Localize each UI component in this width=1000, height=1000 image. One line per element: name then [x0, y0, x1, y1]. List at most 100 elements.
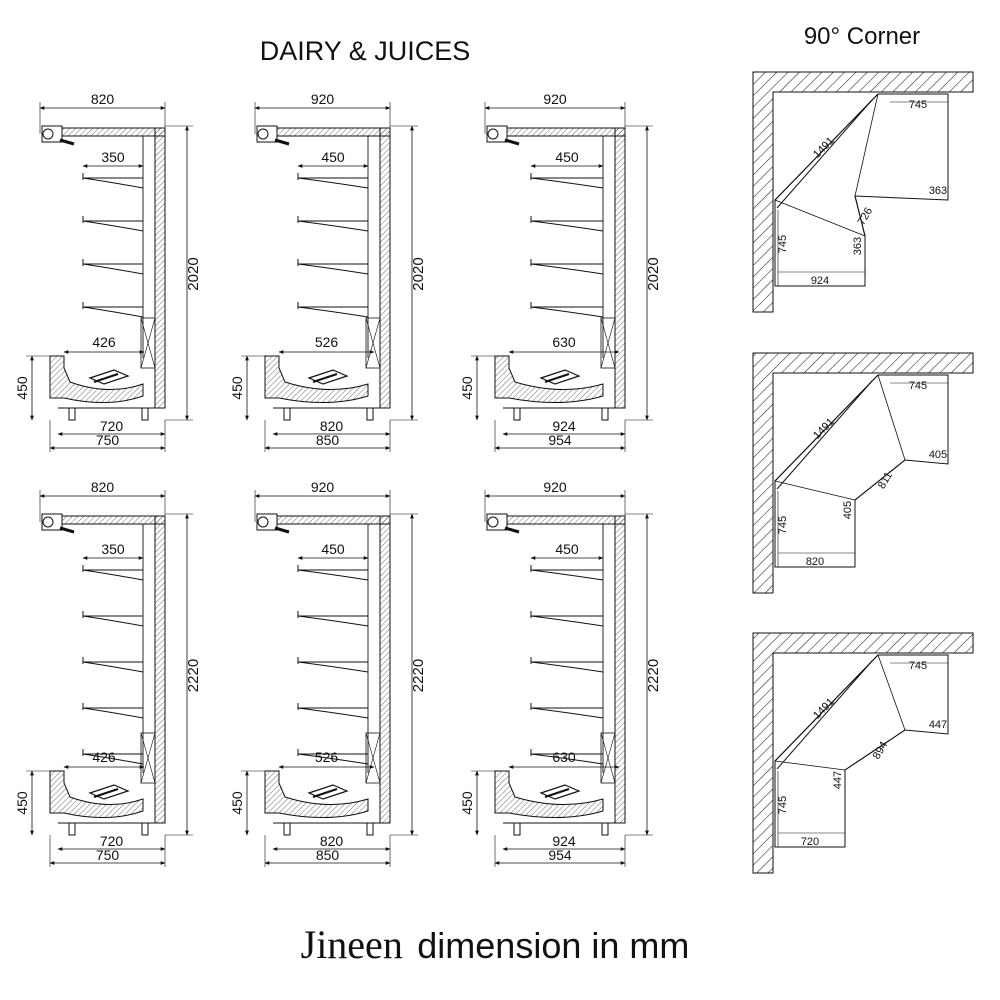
brand-name: Jineen — [301, 922, 403, 967]
construction-line — [774, 480, 856, 501]
front-edge — [774, 374, 879, 482]
front-edge — [774, 654, 879, 762]
evaporator-box — [600, 732, 616, 784]
shelf — [297, 569, 369, 581]
base-depth-label: 630 — [552, 749, 576, 765]
canopy — [506, 515, 626, 525]
bottom-length-label: 924 — [811, 275, 829, 287]
evaporator-box — [600, 317, 616, 369]
short-side-label: 447 — [832, 771, 844, 789]
evaporator-cross — [600, 732, 616, 784]
evaporator-box — [365, 317, 381, 369]
cabinet-sections: 8203504264502020720750920450526450202082… — [14, 91, 662, 867]
inner-depth-label: 720 — [100, 418, 124, 434]
light-fixture — [487, 128, 499, 140]
evaporator-box — [365, 732, 381, 784]
overall-depth-label: 850 — [316, 432, 340, 448]
construction-line — [774, 199, 866, 237]
overall-height-label: 2220 — [645, 659, 662, 692]
air-curtain-nozzle — [59, 526, 75, 534]
light-fixture — [257, 516, 269, 528]
shelf — [297, 707, 369, 719]
evaporator-cross — [140, 317, 156, 369]
shelf — [297, 753, 369, 765]
short-side-label: 447 — [929, 719, 947, 731]
inner-depth-label: 720 — [100, 833, 124, 849]
base-tub — [494, 770, 604, 818]
top-length-label: 745 — [909, 660, 927, 672]
air-curtain-nozzle — [504, 138, 520, 146]
evaporator-cross — [365, 317, 381, 369]
canopy — [276, 127, 391, 137]
corner-wall — [752, 352, 974, 594]
cabinet-foot — [513, 407, 521, 421]
inner-edge — [854, 459, 906, 501]
corner-title: 90° Corner — [804, 23, 920, 50]
diagonal-label: 1491 — [811, 696, 837, 722]
corner-plans: 1491745745924363363726149174574582040540… — [752, 71, 974, 874]
canopy-front — [41, 513, 63, 531]
cabinet-foot — [68, 407, 76, 421]
side-length-label: 745 — [777, 235, 789, 253]
air-curtain-nozzle — [274, 138, 290, 146]
front-height-label: 450 — [459, 791, 475, 815]
canopy — [276, 515, 391, 525]
base-depth-label: 426 — [92, 749, 116, 765]
shelf — [82, 615, 144, 627]
shelf — [530, 177, 604, 189]
overall-height-label: 2020 — [410, 257, 427, 290]
light-fixture — [257, 128, 269, 140]
canopy-front — [256, 125, 278, 143]
overall-height-label: 2220 — [185, 659, 202, 692]
short-side-label: 405 — [929, 449, 947, 461]
shelf — [297, 263, 369, 275]
short-side-label: 363 — [852, 237, 864, 255]
top-width-label: 920 — [543, 479, 567, 495]
evaporator-cross — [600, 317, 616, 369]
shelf — [82, 177, 144, 189]
product-pack — [312, 373, 338, 383]
shelf — [82, 707, 144, 719]
base-depth-label: 526 — [315, 334, 339, 350]
base-tub — [494, 355, 604, 403]
canopy-front — [486, 125, 508, 143]
overall-depth-label: 954 — [548, 847, 572, 863]
evaporator-box — [140, 732, 156, 784]
inner-edge — [854, 195, 866, 237]
shelf — [530, 306, 604, 318]
shelf — [530, 661, 604, 673]
shelf — [82, 306, 144, 318]
shelf — [297, 177, 369, 189]
top-width-label: 820 — [91, 91, 115, 107]
cabinet-foot — [141, 407, 149, 421]
shelf — [297, 661, 369, 673]
overall-height-label: 2220 — [410, 659, 427, 692]
front-edge-inner — [776, 380, 873, 490]
corner-case-outline — [774, 374, 949, 568]
shelf — [82, 569, 144, 581]
overall-depth-label: 750 — [96, 432, 120, 448]
construction-line — [854, 93, 879, 197]
light-fixture — [42, 516, 54, 528]
front-edge-inner — [776, 660, 873, 770]
inner-depth-label: 820 — [320, 418, 344, 434]
inner-length-label: 894 — [871, 740, 891, 762]
light-fixture — [487, 516, 499, 528]
canopy-front — [256, 513, 278, 531]
product-pack — [93, 788, 119, 798]
shelf — [82, 220, 144, 232]
construction-line — [774, 760, 846, 771]
cabinet-foot — [601, 822, 609, 836]
top-width-label: 820 — [91, 479, 115, 495]
product-pack — [307, 784, 349, 800]
footer-text: dimension in mm — [417, 925, 689, 966]
footer-caption: Jineen dimension in mm — [301, 922, 690, 967]
back-wall — [614, 127, 626, 409]
inner-depth-label: 924 — [552, 418, 576, 434]
product-pack — [93, 373, 119, 383]
overall-depth-label: 850 — [316, 847, 340, 863]
overall-height-label: 2020 — [645, 257, 662, 290]
